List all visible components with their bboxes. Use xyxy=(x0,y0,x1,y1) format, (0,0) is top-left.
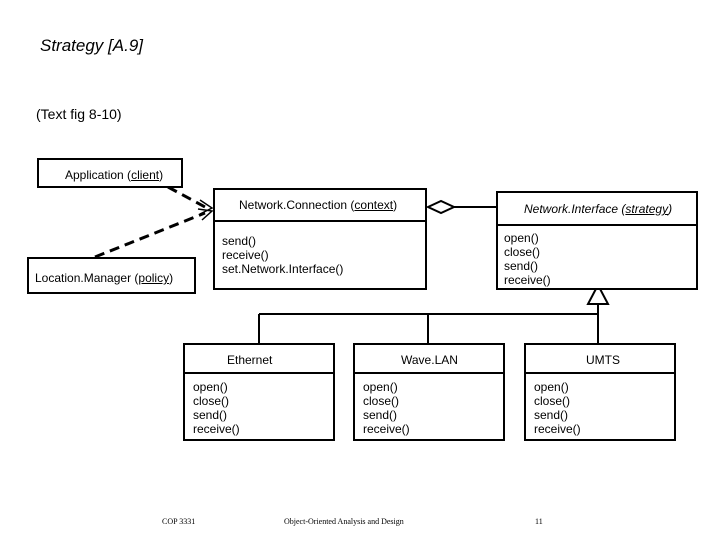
class-umts-label: UMTS xyxy=(586,353,620,367)
class-wavelan: Wave.LAN open() close() send() receive() xyxy=(353,343,505,441)
class-network-interface: Network.Interface (strategy) open() clos… xyxy=(496,191,698,290)
op: receive() xyxy=(193,422,240,436)
op: set.Network.Interface() xyxy=(222,262,344,276)
op: send() xyxy=(363,408,398,422)
slide-title: Strategy [A.9] xyxy=(40,36,143,55)
op: close() xyxy=(534,394,571,408)
footer-course-title: Object-Oriented Analysis and Design xyxy=(284,517,404,526)
class-network-connection-divider xyxy=(215,220,425,222)
op: send() xyxy=(222,234,257,248)
class-ethernet-divider xyxy=(185,372,333,374)
op: receive() xyxy=(534,422,581,436)
class-network-connection-ops: send() receive() set.Network.Interface() xyxy=(222,234,343,276)
locmgr-dependency-arrowhead xyxy=(197,208,214,221)
class-wavelan-divider xyxy=(355,372,503,374)
op: close() xyxy=(193,394,230,408)
op: send() xyxy=(193,408,228,422)
op: receive() xyxy=(504,273,551,287)
class-application: Application (client) xyxy=(37,158,183,188)
class-location-manager-label: Location.Manager (policy) xyxy=(35,271,174,285)
class-ethernet-ops: open() close() send() receive() xyxy=(193,380,240,436)
op: receive() xyxy=(363,422,410,436)
locmgr-dependency-line xyxy=(94,211,206,259)
op: send() xyxy=(534,408,569,422)
class-umts-ops: open() close() send() receive() xyxy=(534,380,581,436)
class-ethernet-label: Ethernet xyxy=(227,353,273,367)
op: send() xyxy=(504,259,539,273)
class-network-interface-ops: open() close() send() receive() xyxy=(504,231,551,287)
class-location-manager: Location.Manager (policy) xyxy=(27,257,196,294)
op: close() xyxy=(504,245,541,259)
class-network-interface-label: Network.Interface (strategy) xyxy=(524,202,673,216)
op: open() xyxy=(363,380,398,394)
op: open() xyxy=(193,380,228,394)
op: close() xyxy=(363,394,400,408)
class-umts: UMTS open() close() send() receive() xyxy=(524,343,676,441)
footer-course: COP 3331 xyxy=(162,517,196,526)
slide-subtitle: (Text fig 8-10) xyxy=(36,106,122,122)
op: open() xyxy=(504,231,539,245)
class-umts-divider xyxy=(526,372,674,374)
op: receive() xyxy=(222,248,269,262)
op: open() xyxy=(534,380,569,394)
class-network-connection: Network.Connection (context) send() rece… xyxy=(213,188,427,290)
aggregation-diamond xyxy=(425,199,457,215)
class-ethernet: Ethernet open() close() send() receive() xyxy=(183,343,335,441)
class-network-interface-divider xyxy=(498,224,696,226)
class-application-label: Application (client) xyxy=(65,168,164,182)
footer-page-number: 11 xyxy=(535,517,543,526)
class-wavelan-label: Wave.LAN xyxy=(401,353,458,367)
app-dependency-line xyxy=(167,185,206,209)
class-network-connection-label: Network.Connection (context) xyxy=(239,198,398,212)
class-wavelan-ops: open() close() send() receive() xyxy=(363,380,410,436)
